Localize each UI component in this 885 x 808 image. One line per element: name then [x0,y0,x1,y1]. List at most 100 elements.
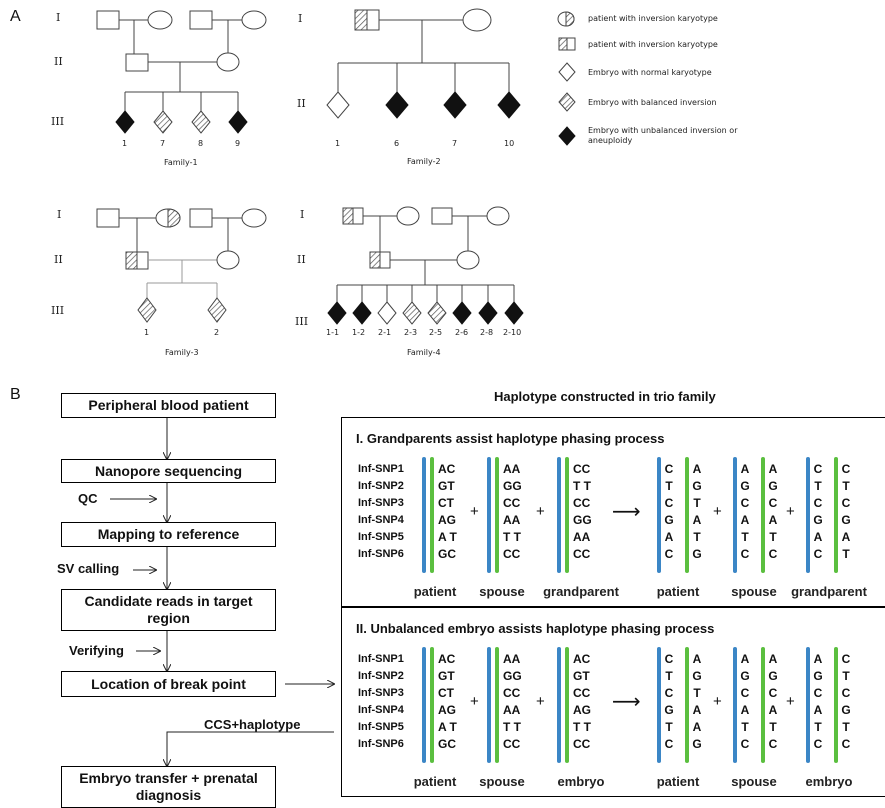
allele-left: C [740,686,750,700]
flow-step-mapping: Mapping to reference [61,522,276,547]
f2-id: 1 [335,139,341,148]
haplotype-bar-green [565,457,569,573]
output-caption: embryo [805,774,853,789]
genotype-cell: AA [503,462,521,476]
allele-right: C [841,496,851,510]
allele-right: G [841,513,851,527]
flow-step-peripheral-blood: Peripheral blood patient [61,393,276,418]
allele-left: T [665,720,673,734]
snp-label: Inf-SNP4 [358,704,404,716]
genotype-cell: GC [438,737,456,751]
haplotype-bar-blue [557,457,561,573]
phasing-arrow-icon: ⟶ [612,499,641,523]
genotype-cell: AG [573,703,591,717]
f2-id: 7 [452,139,458,148]
allele-right: C [841,462,851,476]
snp-label: Inf-SNP3 [358,687,404,699]
snp-label: Inf-SNP5 [358,721,404,733]
genotype-cell: CC [503,686,521,700]
f2-gen-I: I [298,12,303,25]
panel-letter-b: B [10,386,21,403]
allele-right: A [692,703,702,717]
f3-embryo-2 [207,297,227,323]
genotype-cell: GG [503,669,522,683]
haplotype-bar-green [685,457,689,573]
output-caption: spouse [731,584,777,599]
genotype-cell: AC [438,462,456,476]
allele-right: A [692,513,702,527]
plus-sign: + [786,693,795,710]
f4-embryo [427,301,447,325]
label-ccs-haplotype: CCS+haplotype [204,717,301,732]
snp-label: Inf-SNP1 [358,463,404,475]
allele-left: C [740,737,750,751]
genotype-cell: GG [503,479,522,493]
allele-right: A [768,652,778,666]
legend-hatched-diamond-label: Embryo with balanced inversion [588,98,717,107]
f1-parent-male [125,53,149,72]
f2-embryo-1 [326,91,350,119]
plus-sign: + [713,693,722,710]
haplotype-bar-blue [657,647,661,763]
f3-gen-I: I [57,208,62,221]
genotype-cell: CC [573,737,591,751]
panel-letter-a: A [10,8,21,25]
snp-label: Inf-SNP6 [358,548,404,560]
f4-id: 2-3 [404,328,418,337]
genotype-cell: GT [438,669,455,683]
genotype-cell: CT [438,496,454,510]
genotype-cell: AG [438,513,456,527]
f1-gp2-male [189,10,213,30]
haplotype-bar-green [565,647,569,763]
input-caption: spouse [479,774,525,789]
snp-label: Inf-SNP3 [358,497,404,509]
allele-left: T [814,479,822,493]
haplotype-bar-blue [557,647,561,763]
panel-1-title: I. Grandparents assist haplotype phasing… [356,431,665,446]
legend-hatched-circle-label: patient with inversion karyotype [588,14,718,23]
allele-right: A [768,703,778,717]
allele-left: C [813,737,823,751]
plus-sign: + [713,503,722,520]
genotype-cell: CC [573,496,591,510]
f4-embryo [402,301,422,325]
f4-id: 2-5 [429,328,443,337]
f3-gp1-male [96,208,120,228]
f3-id: 1 [144,328,150,337]
allele-left: G [740,479,750,493]
allele-left: G [740,669,750,683]
allele-left: A [740,513,750,527]
genotype-cell: AC [438,652,456,666]
allele-left: T [665,479,673,493]
haplotype-bar-green [761,647,765,763]
haplotype-bar-blue [806,457,810,573]
allele-left: C [664,737,674,751]
f4-gp2-female [486,206,510,226]
allele-right: C [768,496,778,510]
plus-sign: + [786,503,795,520]
f4-gen-II: II [297,253,306,266]
f1-parent-female [216,52,240,72]
f3-gp2-male [189,208,213,228]
haplotype-bar-green [495,647,499,763]
haplotype-header: Haplotype constructed in trio family [494,389,716,404]
output-caption: patient [656,584,700,599]
haplotype-bar-green [430,457,434,573]
f1-gp2-female [241,10,267,30]
allele-left: A [813,703,823,717]
output-caption: grandparent [791,584,867,599]
f4-gen-III: III [295,315,309,328]
f1-id: 8 [198,139,204,148]
f4-id: 1-2 [352,328,366,337]
legend-symbols [557,11,576,146]
allele-left: A [813,530,823,544]
allele-left: A [740,703,750,717]
genotype-cell: T T [503,720,521,734]
f4-id: 2-6 [455,328,469,337]
allele-left: G [813,669,823,683]
input-caption: patient [413,774,457,789]
allele-right: C [768,547,778,561]
f1-gp1-female [147,10,173,30]
flow-step-candidate-reads: Candidate reads in target region [61,589,276,631]
allele-right: T [693,496,701,510]
